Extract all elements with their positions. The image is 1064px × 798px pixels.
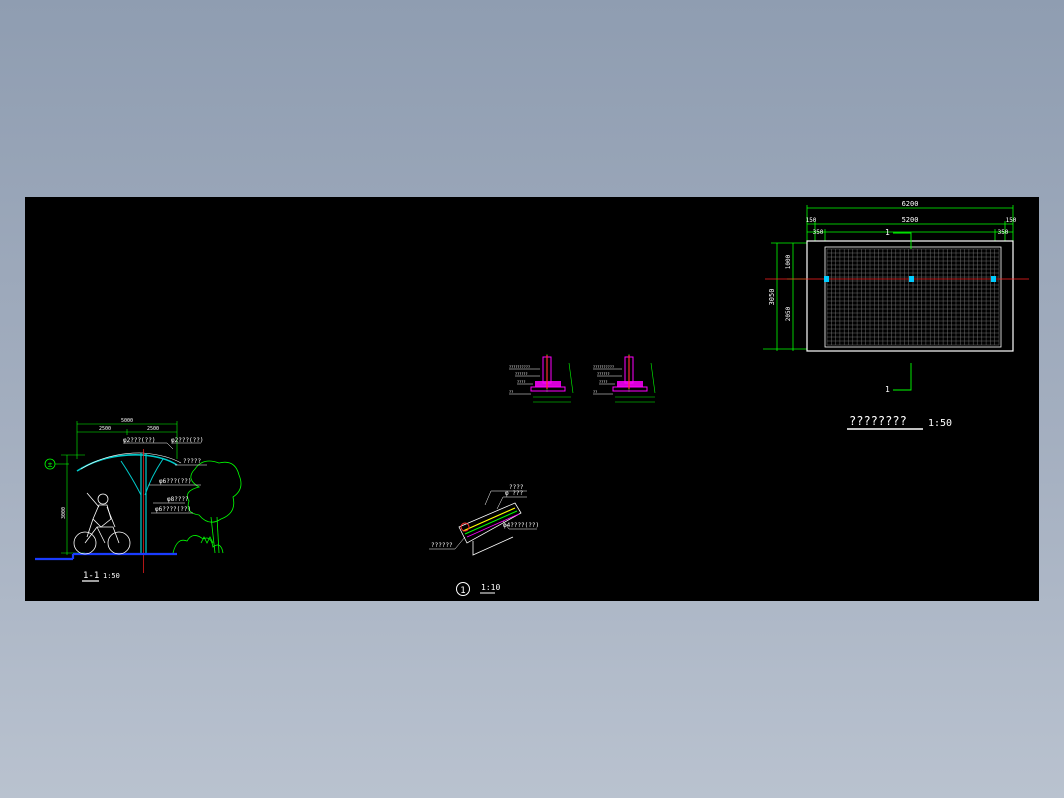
section-title: 1-1: [83, 571, 99, 581]
section-label-4: φ6???(??): [159, 478, 192, 485]
footing-a-label-2: ??????: [515, 372, 528, 376]
section-width-left: 2500: [99, 426, 111, 432]
section-label-5: φ8????: [167, 496, 189, 503]
plan-section-marker-top: 1: [885, 228, 890, 237]
plan-left-edge-dim: 150: [806, 217, 817, 224]
plan-left-sub-dim: 350: [813, 229, 824, 236]
section-label-2: φ2???(??): [171, 437, 204, 444]
node-scale: 1:10: [481, 583, 500, 592]
plan-right-edge-dim: 150: [1006, 217, 1017, 224]
plan-height-bottom-dim: 2050: [785, 306, 792, 321]
footing-a-label-1: ??????????: [509, 365, 530, 369]
footing-detail-a: ?????????? ?????? ???? ??: [509, 354, 574, 403]
footing-a-label-4: ??: [509, 390, 513, 394]
plan-overall-dim: 6200: [902, 200, 919, 208]
section-scale: 1:50: [103, 572, 120, 580]
section-width-right: 2500: [147, 426, 159, 432]
node-detail: ???? φ ??? φ4????(??) ?????? 1 1:10: [429, 484, 539, 596]
footing-b-label-4: ??: [593, 390, 597, 394]
node-label-1: ????: [509, 484, 524, 491]
plan-section-marker-bottom: 1: [885, 385, 890, 394]
node-label-4: ??????: [431, 542, 453, 549]
cad-canvas[interactable]: 6200 5200 150 150 350 350 3050 1000 2050…: [25, 197, 1039, 601]
footing-b-label-3: ????: [599, 380, 607, 384]
plan-scale: 1:50: [928, 418, 952, 429]
plan-view: 6200 5200 150 150 350 350 3050 1000 2050…: [763, 200, 1029, 430]
node-label-2: φ ???: [505, 490, 523, 497]
section-1-1: 5000 2500 2500 3000 ±: [35, 418, 242, 582]
footing-a-label-3: ????: [517, 380, 525, 384]
plan-inner-dim: 5200: [902, 216, 919, 224]
node-title-number: 1: [460, 586, 465, 596]
section-height-dim: 3000: [61, 507, 67, 519]
section-label-1: φ2???(??): [123, 437, 156, 444]
node-label-3: φ4????(??): [503, 522, 539, 529]
section-label-6: φ6????(??): [155, 506, 191, 513]
cyclist-figure: [73, 492, 131, 555]
section-width-total: 5000: [121, 418, 133, 424]
plan-height-total-dim: 3050: [768, 289, 776, 306]
plan-title: ????????: [849, 414, 907, 428]
plan-right-sub-dim: 350: [998, 229, 1009, 236]
footing-b-label-1: ??????????: [593, 365, 614, 369]
cad-drawing-viewport[interactable]: 6200 5200 150 150 350 350 3050 1000 2050…: [25, 197, 1039, 601]
section-level-symbol: ±: [48, 460, 53, 469]
plan-height-top-dim: 1000: [785, 254, 792, 269]
section-label-3: ?????: [183, 458, 201, 465]
tree-figure: [172, 460, 242, 554]
footing-b-label-2: ??????: [597, 372, 610, 376]
footing-detail-b: ?????????? ?????? ???? ??: [593, 354, 656, 403]
